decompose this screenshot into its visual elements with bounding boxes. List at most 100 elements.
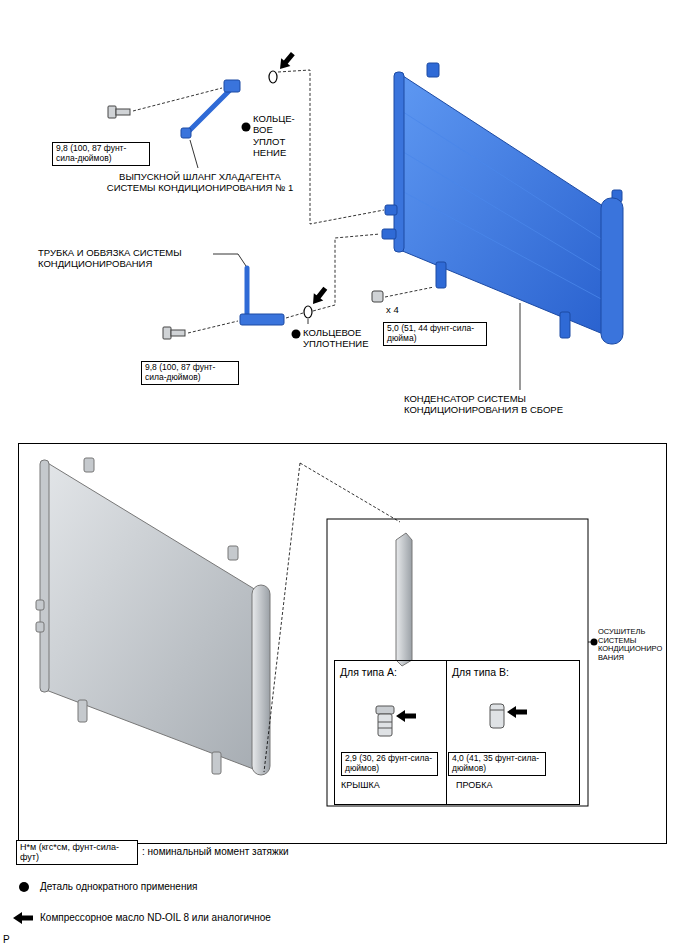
condenser-illustration — [394, 72, 404, 252]
discharge-hose — [186, 90, 230, 134]
bolt — [163, 327, 185, 339]
type-cell: Для типа B: ПРОБКА 4,0 (41, 35 фунт-сила-д… — [446, 660, 580, 805]
condenser-illustration — [427, 63, 439, 77]
part-name: ПРОБКА — [456, 780, 492, 790]
dashed-line — [133, 88, 222, 111]
legend-arrow-sample — [13, 912, 33, 924]
cap-illustration — [378, 722, 392, 723]
dashed-line — [188, 321, 238, 333]
dashed-line — [264, 463, 400, 772]
single-use-dot — [242, 123, 251, 132]
legend-entry: : номинальный момент затяжки — [142, 846, 289, 858]
type-cell: Для типа A:КРЫШКА2,9 (30, 26 фунт-сила-д… — [334, 660, 447, 805]
oil-arrow — [308, 285, 330, 308]
part-name: ОСУШИТЕЛЬ СИСТЕМЫ КОНДИЦИОНИРОВАНИЯ — [598, 628, 664, 663]
legend-entry: Деталь однократного применения — [40, 881, 197, 893]
torque-value: 2,9 (30, 26 фунт-сила-дюймов) — [345, 754, 434, 774]
torque-value: 9,8 (100, 87 фунт-сила-дюймов) — [56, 144, 146, 164]
torque-value: Н*м (кгс*см, фунт-сила-фут) — [20, 842, 134, 863]
o-ring — [304, 306, 312, 318]
detail-frame: ОСУШИТЕЛЬ СИСТЕМЫ КОНДИЦИОНИРОВАНИЯ Для т… — [18, 443, 667, 844]
dashed-line — [286, 313, 303, 318]
oil-arrow — [396, 710, 416, 722]
o-ring — [269, 71, 277, 83]
single-use-dot — [591, 639, 598, 646]
legend-text: Компрессорное масло ND-OIL 8 или аналоги… — [40, 912, 271, 923]
bolt — [108, 106, 130, 118]
legend-text: Деталь однократного применения — [40, 881, 197, 892]
legend-text: : номинальный момент затяжки — [142, 846, 289, 857]
single-use-dot — [242, 123, 251, 132]
legend-dot-sample — [19, 882, 29, 892]
condenser-illustration — [40, 460, 49, 692]
condenser-illustration — [400, 190, 603, 300]
oil-arrow — [308, 285, 330, 308]
discharge-hose — [181, 80, 240, 138]
condenser-illustration — [400, 150, 603, 272]
condenser-illustration — [36, 458, 270, 775]
condenser-illustration — [601, 198, 623, 344]
torque-value: 5,0 (51, 44 фунт-сила-дюйма) — [387, 324, 483, 344]
o-ring — [269, 71, 277, 83]
page-mark: P — [3, 934, 10, 946]
dashed-line — [313, 234, 380, 311]
discharge-hose — [224, 80, 240, 92]
bolt — [171, 330, 185, 336]
leader-line — [190, 140, 198, 168]
part-name: ТРУБКА И ОБВЯЗКА СИСТЕМЫ КОНДИЦИОНИРОВАН… — [38, 247, 210, 270]
condenser-illustration — [400, 74, 603, 334]
oil-arrow — [507, 706, 527, 718]
plug-illustration — [490, 704, 504, 728]
cap-illustration — [378, 728, 392, 729]
condenser-illustration — [436, 262, 446, 288]
quantity-label: x 4 — [386, 304, 399, 315]
condenser-illustration — [382, 229, 396, 239]
dashed-line — [300, 463, 400, 522]
legend-arrow-sample — [13, 912, 33, 924]
bolt — [108, 106, 116, 118]
dashed-line — [133, 70, 384, 224]
condenser-illustration — [382, 63, 623, 344]
inner-frame — [327, 519, 588, 806]
dashed-line — [385, 287, 434, 297]
leader-line — [308, 319, 309, 324]
oil-arrow — [275, 50, 297, 73]
condenser-illustration — [46, 462, 256, 770]
cell-heading: Для типа A: — [340, 666, 397, 678]
ac-tube — [240, 268, 284, 325]
bolt — [116, 109, 130, 115]
condenser-illustration — [78, 700, 87, 722]
oil-arrow — [507, 706, 527, 718]
torque-value: 4,0 (41, 35 фунт-сила-дюймов) — [452, 754, 542, 774]
part-name: КОЛЬЦЕВОЕ УПЛОТНЕНИЕ — [303, 327, 379, 350]
torque-box: 9,8 (100, 87 фунт-сила-дюймов) — [52, 142, 150, 166]
dryer-illustration — [396, 533, 412, 666]
bolt — [163, 327, 171, 339]
legend-dot-sample — [19, 882, 29, 892]
torque-box: 2,9 (30, 26 фунт-сила-дюймов) — [341, 752, 438, 776]
bolt — [372, 291, 383, 302]
dryer-illustration — [396, 533, 412, 666]
part-name: КОЛЬЦЕ- ВОЕ УПЛОТ НЕНИЕ — [253, 113, 295, 159]
condenser-illustration — [36, 600, 44, 610]
cell-heading: Для типа B: — [452, 666, 509, 678]
leader-line — [520, 303, 521, 390]
dashed-line — [188, 234, 434, 333]
torque-box: 4,0 (41, 35 фунт-сила-дюймов) — [448, 752, 546, 776]
leader-line — [190, 140, 198, 168]
condenser-illustration — [84, 458, 94, 472]
cap-illustration — [378, 714, 392, 736]
single-use-dot — [292, 330, 301, 339]
discharge-hose — [181, 128, 191, 138]
torque-box: 5,0 (51, 44 фунт-сила-дюйма) — [383, 322, 487, 346]
part-name: ВЫПУСКНОЙ ШЛАНГ ХЛАДАГЕНТА СИСТЕМЫ КОНДИ… — [95, 171, 305, 194]
single-use-dot — [292, 330, 301, 339]
condenser-illustration — [228, 546, 238, 560]
cap-illustration — [376, 706, 394, 736]
condenser-illustration — [560, 312, 570, 338]
plug-illustration — [490, 704, 504, 728]
dashed-line — [278, 70, 384, 224]
condenser-illustration — [212, 752, 221, 774]
cap-illustration — [376, 706, 394, 714]
